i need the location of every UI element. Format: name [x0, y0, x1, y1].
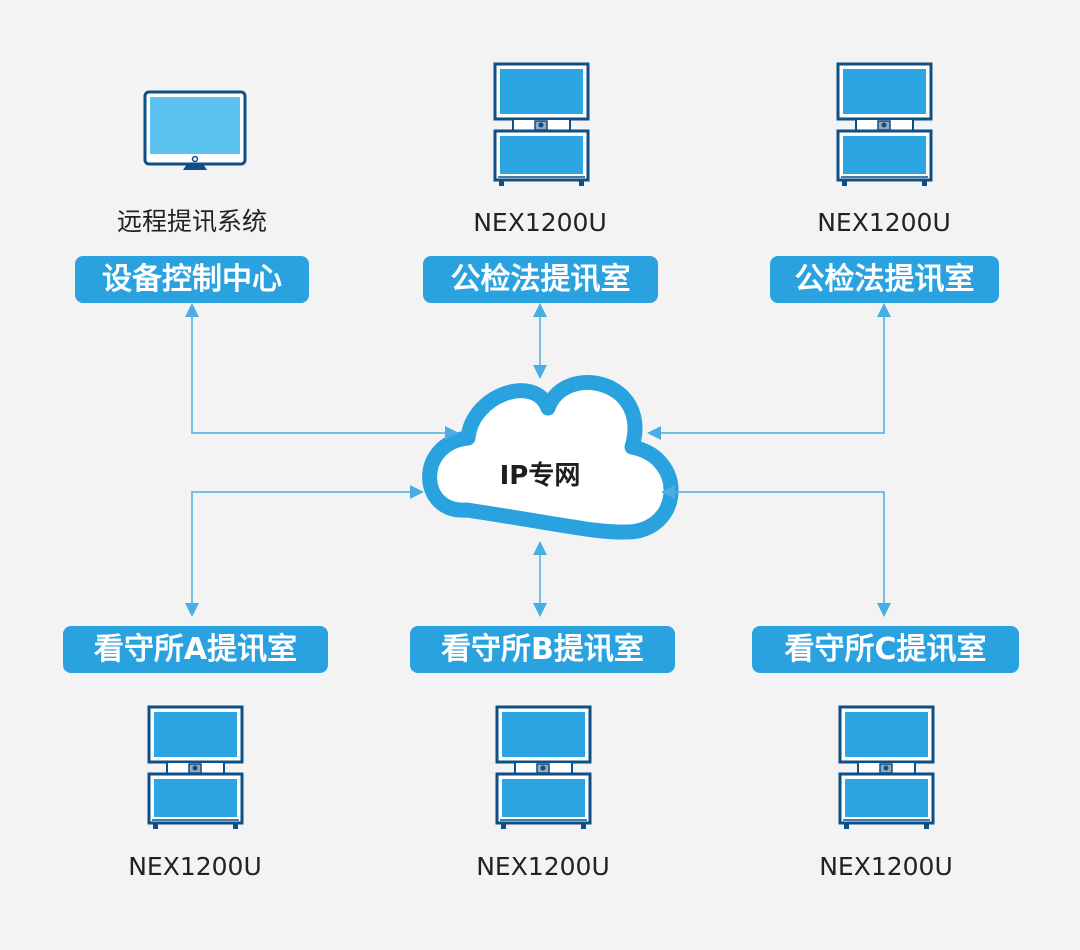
- device-label-court2: NEX1200U: [817, 208, 951, 237]
- video-terminal-cabinet-icon: [495, 705, 592, 831]
- device-label-detC: NEX1200U: [819, 852, 953, 881]
- cloud-icon: [422, 375, 679, 540]
- room-pill-detC: 看守所C提讯室: [752, 626, 1019, 673]
- device-label-control: 远程提讯系统: [116, 207, 267, 236]
- room-pill-court2: 公检法提讯室: [770, 256, 999, 303]
- device-label-detA: NEX1200U: [128, 852, 262, 881]
- desktop-monitor-icon: [143, 90, 247, 170]
- link-detA: [185, 485, 424, 617]
- network-label: IP专网: [499, 461, 581, 491]
- room-pill-court1: 公检法提讯室: [423, 256, 658, 303]
- device-label-court1: NEX1200U: [473, 208, 607, 237]
- video-terminal-cabinet-icon: [147, 705, 244, 831]
- device-label-detB: NEX1200U: [476, 852, 610, 881]
- link-control: [185, 303, 459, 440]
- video-terminal-cabinet-icon: [838, 705, 935, 831]
- room-pill-detA: 看守所A提讯室: [63, 626, 328, 673]
- link-court2: [647, 303, 891, 440]
- link-detC: [661, 485, 891, 617]
- room-pill-control: 设备控制中心: [75, 256, 309, 303]
- room-pill-detB: 看守所B提讯室: [410, 626, 675, 673]
- video-terminal-cabinet-icon: [493, 62, 590, 188]
- video-terminal-cabinet-icon: [836, 62, 933, 188]
